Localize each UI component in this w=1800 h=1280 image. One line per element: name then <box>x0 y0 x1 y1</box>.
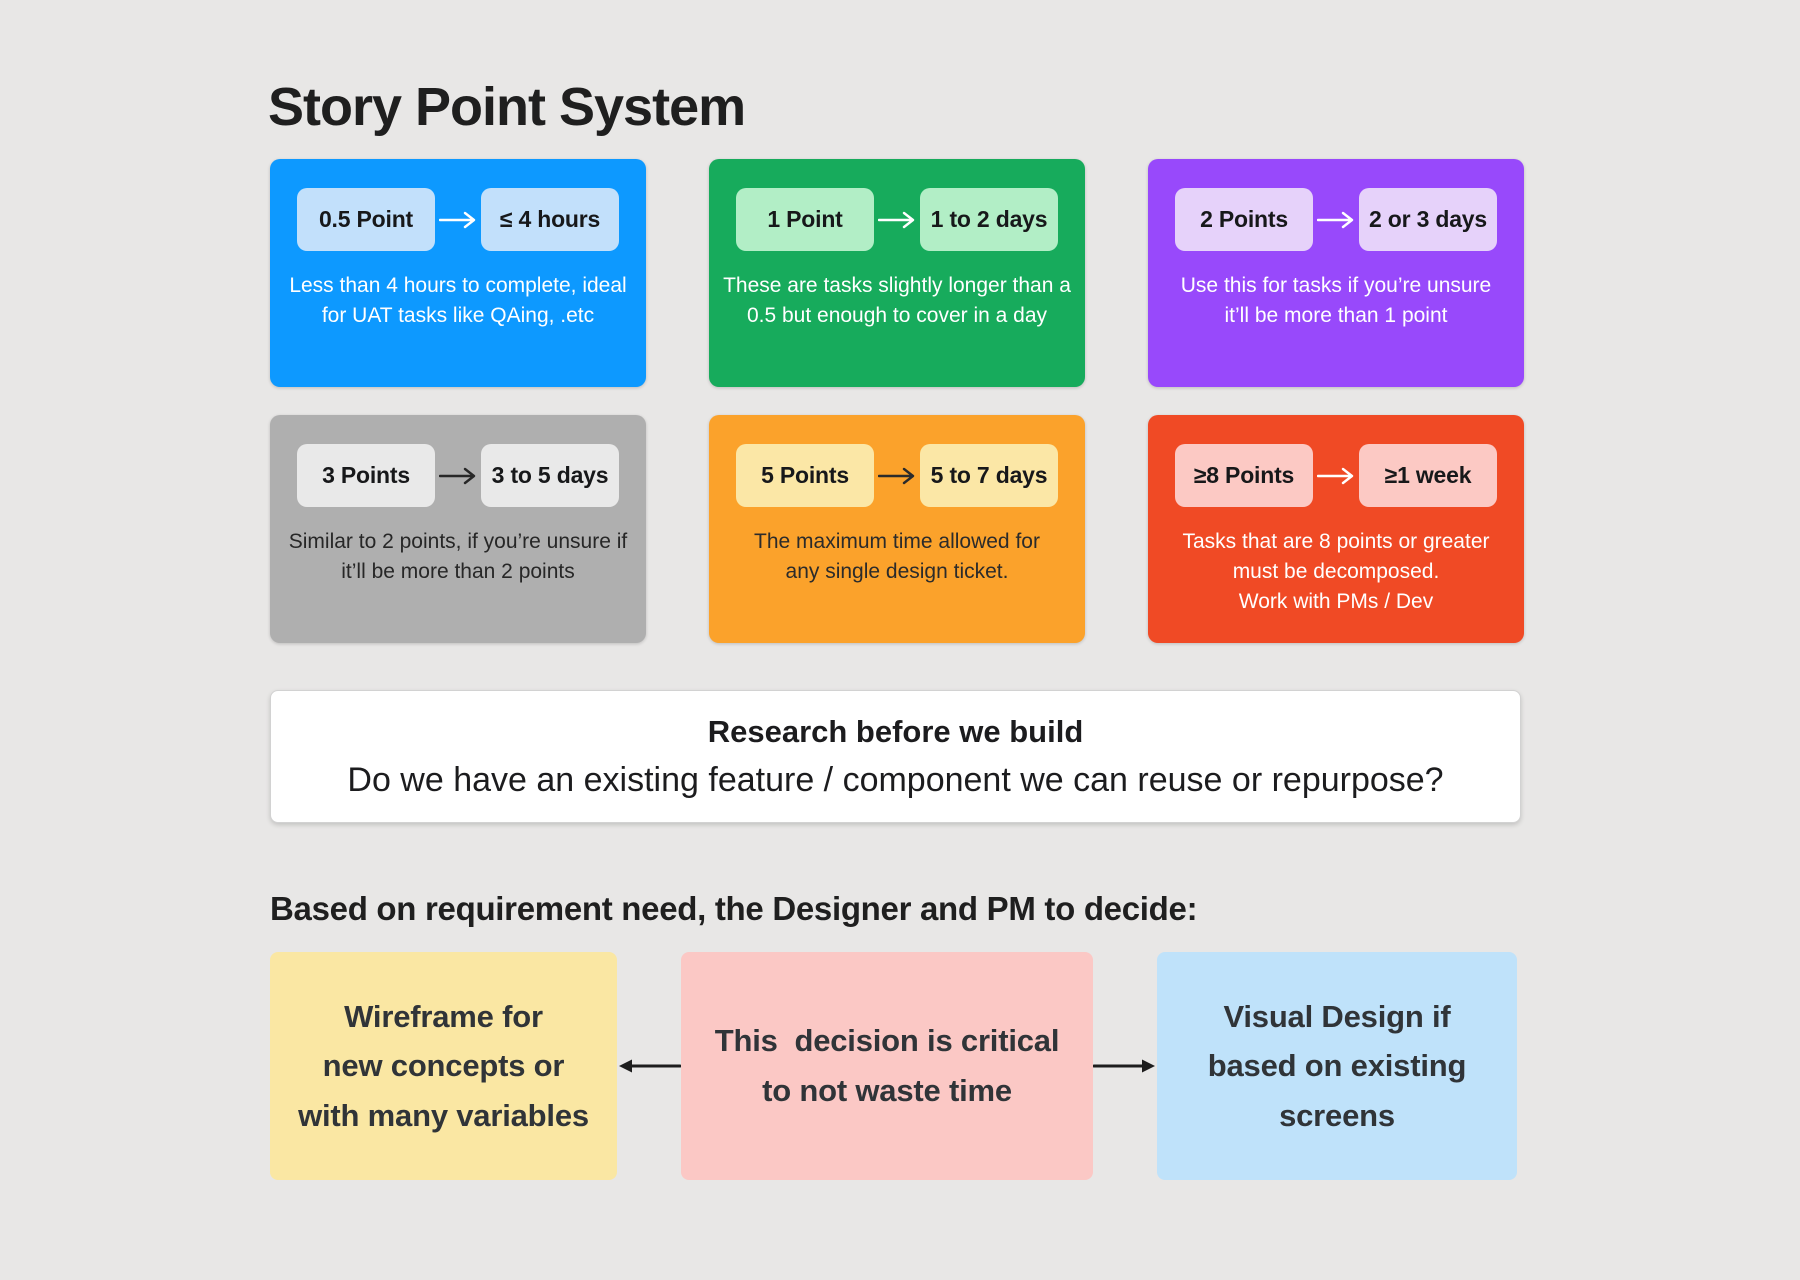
arrow-right-icon <box>1313 467 1359 485</box>
card-three-points: 3 Points 3 to 5 days Similar to 2 points… <box>270 415 646 643</box>
page-title: Story Point System <box>268 77 746 137</box>
arrow-left-icon <box>617 1056 681 1076</box>
research-note-subtitle: Do we have an existing feature / compone… <box>347 760 1444 799</box>
visual-design-box: Visual Design if based on existing scree… <box>1157 952 1517 1180</box>
point-pill: 3 Points <box>297 444 435 507</box>
point-pill: 1 Point <box>736 188 874 251</box>
point-pill: 5 Points <box>736 444 874 507</box>
decision-heading: Based on requirement need, the Designer … <box>270 890 1198 927</box>
card-eight-points: ≥8 Points ≥1 week Tasks that are 8 point… <box>1148 415 1524 643</box>
arrow-right-icon <box>435 467 481 485</box>
point-pill: 0.5 Point <box>297 188 435 251</box>
pill-row: 5 Points 5 to 7 days <box>736 444 1058 507</box>
arrow-right-icon <box>1313 211 1359 229</box>
pill-row: 1 Point 1 to 2 days <box>736 188 1058 251</box>
card-description: Less than 4 hours to complete, ideal for… <box>289 274 627 327</box>
card-description: Tasks that are 8 points or greater must … <box>1182 530 1490 613</box>
duration-pill: ≥1 week <box>1359 444 1497 507</box>
duration-pill: 5 to 7 days <box>920 444 1058 507</box>
duration-pill: 2 or 3 days <box>1359 188 1497 251</box>
card-description: Use this for tasks if you’re unsure it’l… <box>1180 274 1492 327</box>
card-half-point: 0.5 Point ≤ 4 hours Less than 4 hours to… <box>270 159 646 387</box>
decision-box: This decision is critical to not waste t… <box>681 952 1093 1180</box>
card-five-points: 5 Points 5 to 7 days The maximum time al… <box>709 415 1085 643</box>
card-description: These are tasks slightly longer than a 0… <box>723 274 1071 327</box>
duration-pill: 3 to 5 days <box>481 444 619 507</box>
pill-row: ≥8 Points ≥1 week <box>1175 444 1497 507</box>
pill-row: 3 Points 3 to 5 days <box>297 444 619 507</box>
research-note-title: Research before we build <box>707 713 1084 749</box>
arrow-right-icon <box>1093 1056 1157 1076</box>
research-note: Research before we build Do we have an e… <box>270 690 1521 823</box>
point-pill: 2 Points <box>1175 188 1313 251</box>
duration-pill: ≤ 4 hours <box>481 188 619 251</box>
card-description: Similar to 2 points, if you’re unsure if… <box>288 530 628 583</box>
card-one-point: 1 Point 1 to 2 days These are tasks slig… <box>709 159 1085 387</box>
duration-pill: 1 to 2 days <box>920 188 1058 251</box>
arrow-right-icon <box>874 211 920 229</box>
pill-row: 2 Points 2 or 3 days <box>1175 188 1497 251</box>
arrow-right-icon <box>874 467 920 485</box>
point-pill: ≥8 Points <box>1175 444 1313 507</box>
arrow-right-icon <box>435 211 481 229</box>
wireframe-box: Wireframe for new concepts or with many … <box>270 952 617 1180</box>
card-description: The maximum time allowed for any single … <box>754 530 1040 583</box>
card-two-points: 2 Points 2 or 3 days Use this for tasks … <box>1148 159 1524 387</box>
pill-row: 0.5 Point ≤ 4 hours <box>297 188 619 251</box>
